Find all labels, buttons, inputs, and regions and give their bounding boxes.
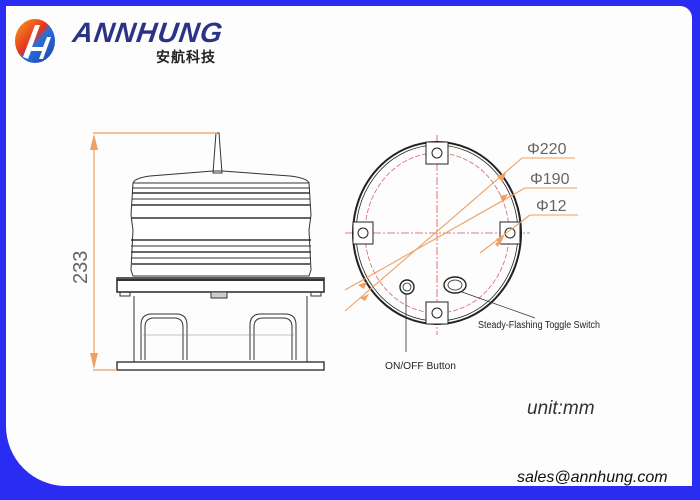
annhung-logo-icon xyxy=(15,19,55,63)
drawing-canvas xyxy=(6,6,692,486)
diameter-190-label: Φ190 xyxy=(530,171,570,188)
unit-label: unit:mm xyxy=(527,398,595,419)
height-dimension-label: 233 xyxy=(70,251,92,284)
toggle-switch-label: Steady-Flashing Toggle Switch xyxy=(478,320,600,331)
diameter-12-label: Φ12 xyxy=(536,198,567,215)
on-off-button-icon xyxy=(399,279,415,295)
on-off-button-label: ON/OFF Button xyxy=(385,361,456,372)
side-view xyxy=(116,132,325,371)
diameter-220-label: Φ220 xyxy=(527,141,567,158)
height-dimension xyxy=(90,132,217,371)
brand-chinese-name: 安航科技 xyxy=(156,50,216,66)
toggle-switch-icon xyxy=(443,276,467,294)
top-view xyxy=(344,135,578,352)
sales-email: sales@annhung.com xyxy=(517,469,668,486)
